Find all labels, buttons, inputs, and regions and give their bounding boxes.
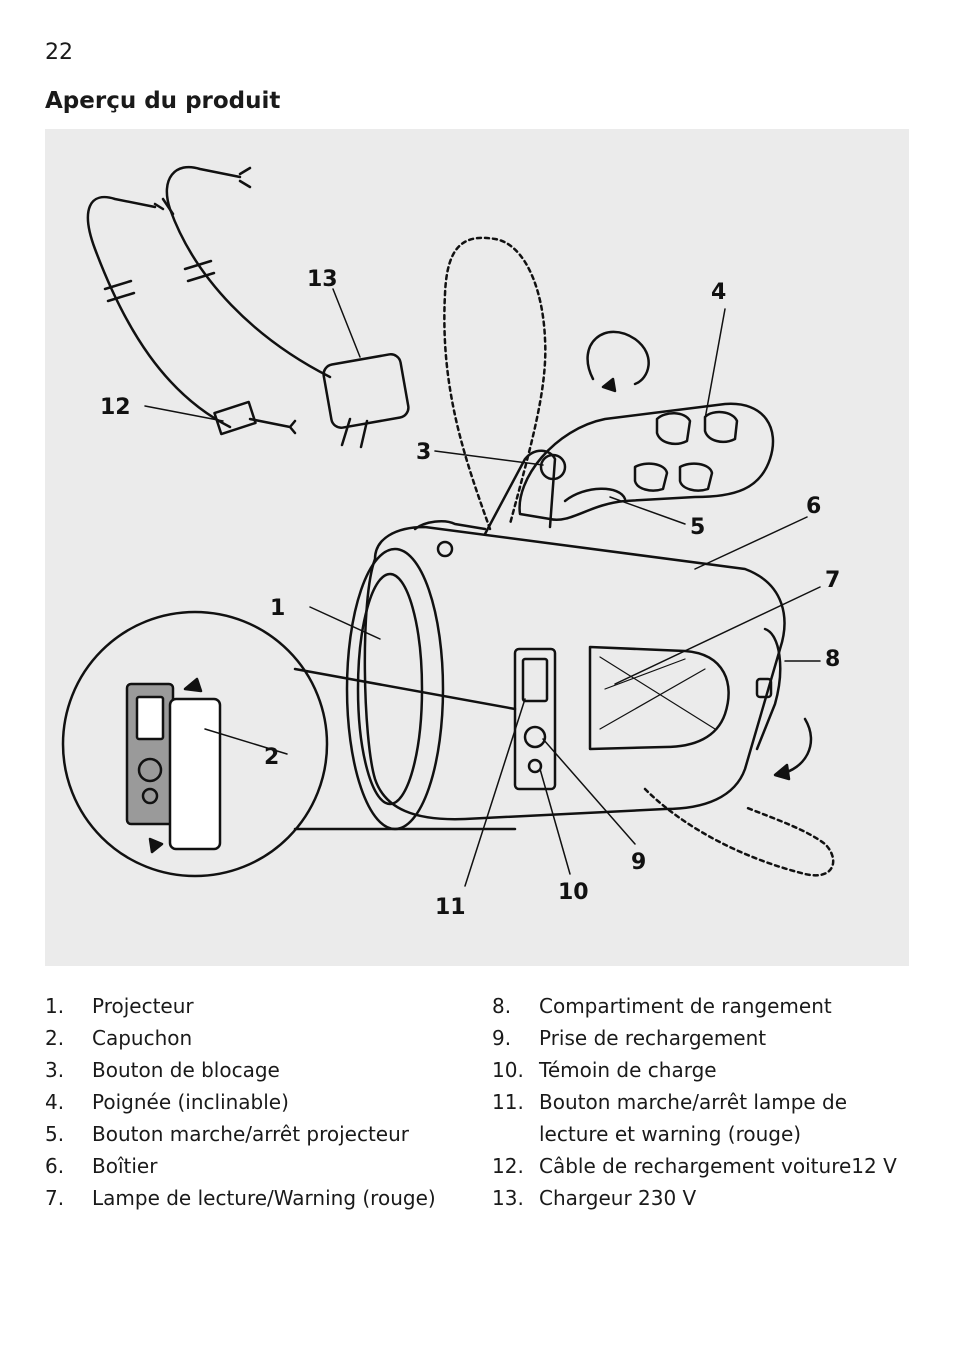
callout-3: 3 xyxy=(416,440,431,465)
handle-ghost-top xyxy=(443,236,547,531)
item-label: Prise de rechargement xyxy=(539,1026,767,1050)
parts-list-right: 8. Compartiment de rangement 9. Prise de r… xyxy=(492,990,922,1214)
handle-ghost-bottom xyxy=(643,787,835,877)
item-number: 9. xyxy=(492,1026,512,1050)
list-item: 3. Bouton de blocage xyxy=(45,1054,465,1086)
product-illustration: 1 2 3 4 5 6 7 8 9 10 11 12 13 xyxy=(45,129,909,966)
item-label: Projecteur xyxy=(92,994,194,1018)
callout-6: 6 xyxy=(806,494,821,519)
item-number: 7. xyxy=(45,1186,65,1210)
item-number: 13. xyxy=(492,1186,524,1210)
reading-lamp-grille xyxy=(588,645,730,751)
section-title: Aperçu du produit xyxy=(45,88,281,114)
list-item: 1. Projecteur xyxy=(45,990,465,1022)
item-number: 8. xyxy=(492,994,512,1018)
item-label: Compartiment de rangement xyxy=(539,994,832,1018)
item-label: Câble de rechargement voiture12 V xyxy=(539,1154,897,1178)
handle xyxy=(518,402,775,522)
list-item: 13. Chargeur 230 V xyxy=(492,1182,922,1214)
callout-2: 2 xyxy=(264,745,279,770)
item-number: 6. xyxy=(45,1154,65,1178)
projector-lens xyxy=(345,547,445,831)
item-number: 2. xyxy=(45,1026,65,1050)
list-item: 10. Témoin de charge xyxy=(492,1054,922,1086)
parts-list-left: 1. Projecteur 2. Capuchon 3. Bouton de bloc… xyxy=(45,990,465,1214)
switch-panel xyxy=(513,647,557,791)
wall-charger xyxy=(322,353,410,429)
list-item: 11. Bouton marche/arrêt lampe de lecture … xyxy=(492,1086,922,1150)
inset-circle xyxy=(61,610,329,878)
list-item: 9. Prise de rechargement xyxy=(492,1022,922,1054)
page-number: 22 xyxy=(45,40,73,65)
list-item: 7. Lampe de lecture/Warning (rouge) xyxy=(45,1182,465,1214)
callout-12: 12 xyxy=(100,395,131,420)
car-cable xyxy=(86,196,232,429)
list-item: 8. Compartiment de rangement xyxy=(492,990,922,1022)
item-number: 5. xyxy=(45,1122,65,1146)
list-item: 6. Boîtier xyxy=(45,1150,465,1182)
adapter-cable xyxy=(165,165,332,379)
housing xyxy=(363,525,786,821)
item-number: 1. xyxy=(45,994,65,1018)
list-item: 12. Câble de rechargement voiture12 V xyxy=(492,1150,922,1182)
callout-11: 11 xyxy=(435,895,466,920)
item-number: 3. xyxy=(45,1058,65,1082)
item-label: Bouton de blocage xyxy=(92,1058,280,1082)
callout-1: 1 xyxy=(270,596,285,621)
list-item: 4. Poignée (inclinable) xyxy=(45,1086,465,1118)
callout-10: 10 xyxy=(558,880,589,905)
item-label: Chargeur 230 V xyxy=(539,1186,697,1210)
item-number: 4. xyxy=(45,1090,65,1114)
list-item: 2. Capuchon xyxy=(45,1022,465,1054)
item-number: 10. xyxy=(492,1058,524,1082)
product-drawing: 1 2 3 4 5 6 7 8 9 10 11 12 13 xyxy=(61,165,840,920)
item-label: Boîtier xyxy=(92,1154,158,1178)
item-label: Bouton marche/arrêt projecteur xyxy=(92,1122,410,1146)
inset-cap xyxy=(168,697,222,851)
callout-9: 9 xyxy=(631,850,646,875)
callout-8: 8 xyxy=(825,647,840,672)
callout-5: 5 xyxy=(690,515,705,540)
list-item: 5. Bouton marche/arrêt projecteur xyxy=(45,1118,465,1150)
item-label: Bouton marche/arrêt lampe de lecture et … xyxy=(539,1090,848,1146)
storage-compartment xyxy=(755,627,782,751)
item-label: Capuchon xyxy=(92,1026,193,1050)
item-label: Poignée (inclinable) xyxy=(92,1090,289,1114)
callout-4: 4 xyxy=(711,280,726,305)
item-label: Lampe de lecture/Warning (rouge) xyxy=(92,1186,436,1210)
callout-13: 13 xyxy=(307,267,338,292)
item-label: Témoin de charge xyxy=(539,1058,717,1082)
item-number: 11. xyxy=(492,1090,524,1114)
item-number: 12. xyxy=(492,1154,524,1178)
callout-7: 7 xyxy=(825,568,840,593)
car-plug xyxy=(213,400,257,436)
